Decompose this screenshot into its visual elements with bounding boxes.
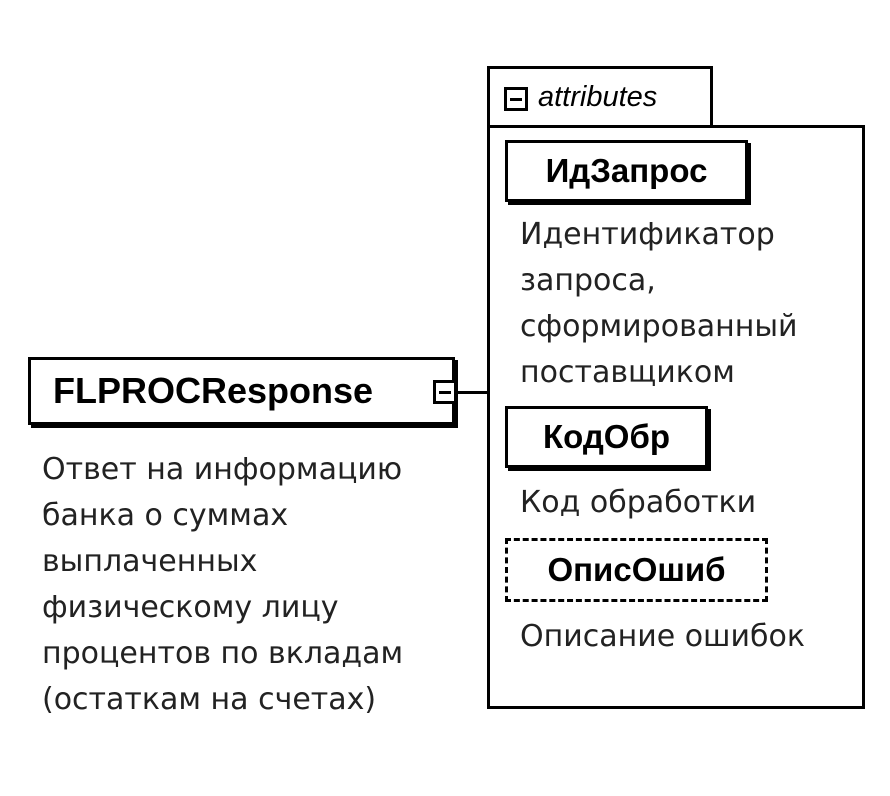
attribute-name: ИдЗапрос xyxy=(545,151,708,189)
description-line: запроса, xyxy=(520,263,656,298)
attribute-box[interactable]: КодОбр xyxy=(505,406,708,468)
root-element: FLPROCResponse Ответ на информацию банка… xyxy=(28,357,455,723)
root-element-name: FLPROCResponse xyxy=(53,370,374,412)
attributes-list: ИдЗапрос Идентификатор запроса, сформиро… xyxy=(505,140,805,660)
description-line: выплаченных xyxy=(42,544,258,579)
attribute-description: Описание ошибок xyxy=(520,614,805,660)
root-element-box[interactable]: FLPROCResponse xyxy=(28,357,455,425)
root-description: Ответ на информацию банка о суммах выпла… xyxy=(42,447,403,723)
description-line: Описание ошибок xyxy=(520,619,805,654)
attributes-label: attributes xyxy=(538,81,658,113)
collapse-icon[interactable] xyxy=(433,380,457,404)
description-line: физическому лицу xyxy=(42,590,339,625)
description-line: (остаткам на счетах) xyxy=(42,682,377,717)
attribute-name: ОписОшиб xyxy=(547,550,726,588)
description-line: Ответ на информацию xyxy=(42,452,403,487)
connector-line xyxy=(457,391,488,394)
optional-attribute-box[interactable]: ОписОшиб xyxy=(505,538,768,602)
description-line: банка о суммах xyxy=(42,498,289,533)
description-line: Идентификатор xyxy=(520,217,775,252)
description-line: Код обработки xyxy=(520,485,757,520)
description-line: процентов по вкладам xyxy=(42,636,404,671)
attribute-description: Идентификатор запроса, сформированный по… xyxy=(520,212,798,396)
attribute-description: Код обработки xyxy=(520,480,756,526)
attributes-tab[interactable]: attributes xyxy=(487,66,713,128)
attributes-container xyxy=(487,125,865,709)
description-line: поставщиком xyxy=(520,355,735,390)
collapse-icon[interactable] xyxy=(504,87,528,111)
description-line: сформированный xyxy=(520,309,798,344)
attribute-box[interactable]: ИдЗапрос xyxy=(505,140,748,202)
attribute-name: КодОбр xyxy=(542,417,671,455)
